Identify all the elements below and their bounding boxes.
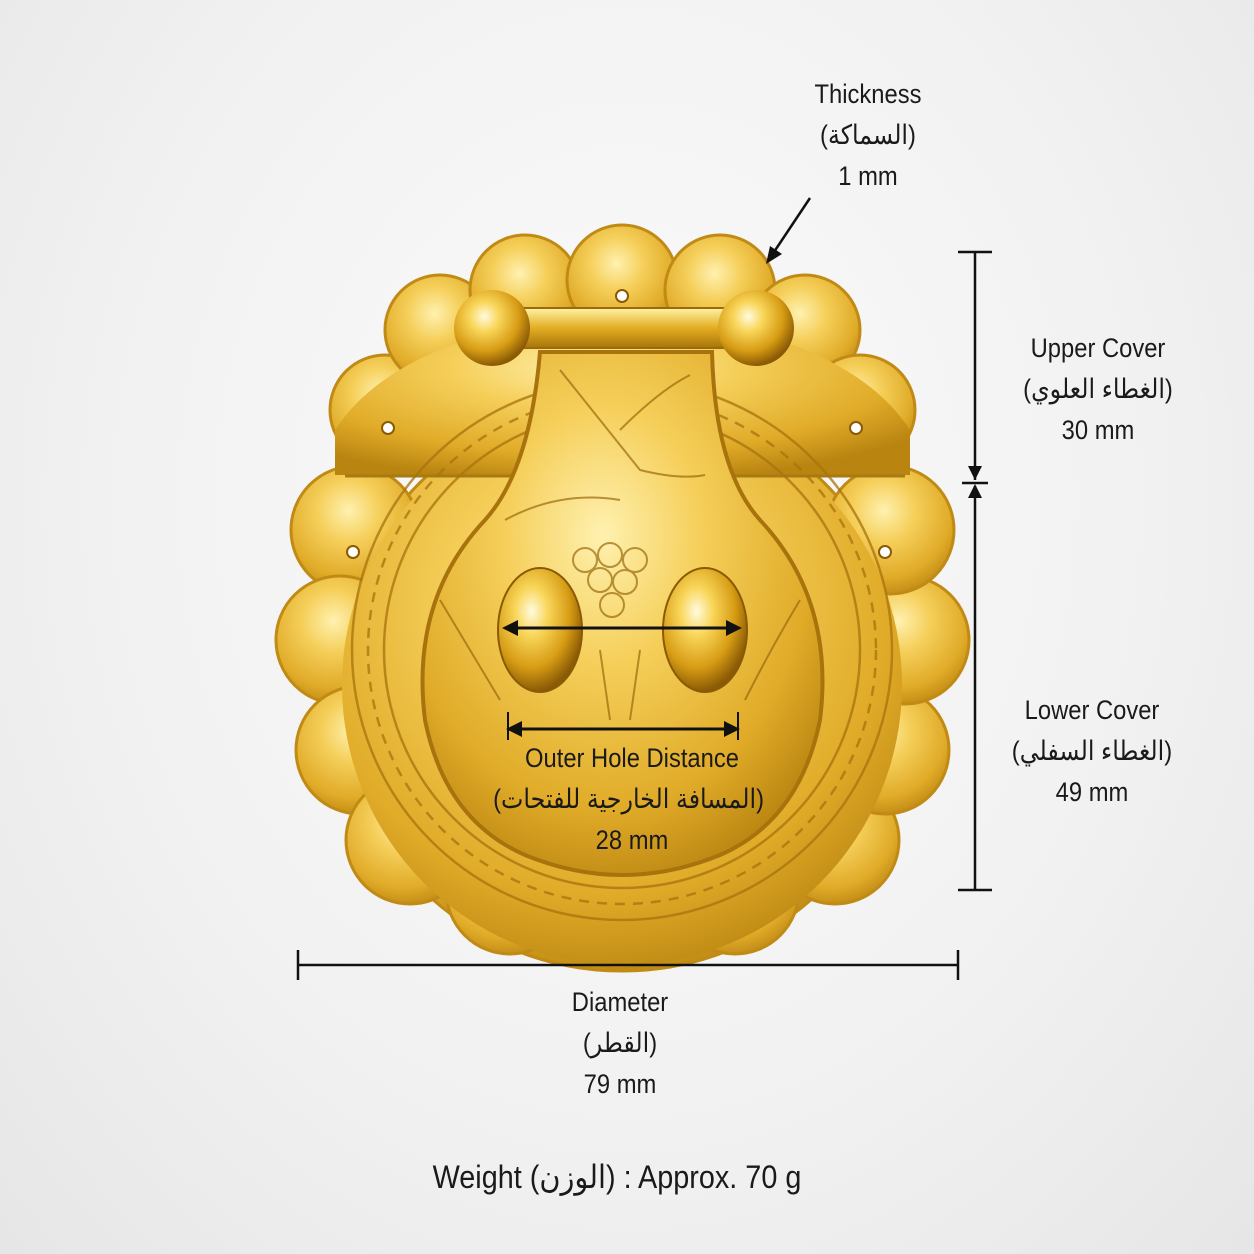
upper-cover-value: 30 mm <box>1061 415 1135 445</box>
upper-cover-dimension <box>958 250 992 480</box>
right-hinge-knob <box>718 290 794 366</box>
outer-hole-arrow <box>506 712 740 740</box>
outer-hole-label: Outer Hole Distance (المسافة الخارجية لل… <box>493 738 764 861</box>
thickness-label: Thickness (السماكة) 1 mm <box>780 74 956 197</box>
engraved-bird <box>439 369 801 721</box>
right-oval-knob <box>662 567 748 693</box>
upper-cover-title: Upper Cover <box>1030 333 1166 363</box>
lower-cover-label: Lower Cover (الغطاء السفلي) 49 mm <box>1004 690 1180 813</box>
hinge-bar <box>504 307 746 349</box>
lower-cover-title: Lower Cover <box>1024 695 1160 725</box>
upper-cover-arabic: (الغطاء العلوي) <box>1023 374 1173 404</box>
lower-cover-dimension <box>958 481 992 892</box>
lower-cover-arabic: (الغطاء السفلي) <box>1011 736 1173 766</box>
thickness-arrow <box>766 197 812 264</box>
inner-hole-arrow <box>502 620 742 636</box>
outer-hole-value: 28 mm <box>595 825 669 855</box>
outer-hole-arabic: (المسافة الخارجية للفتحات) <box>493 784 764 814</box>
diameter-title: Diameter <box>571 987 669 1017</box>
diameter-label: Diameter (القطر) 79 mm <box>532 982 708 1105</box>
thickness-title: Thickness <box>814 79 922 109</box>
diameter-dimension <box>296 950 960 980</box>
upper-cover-label: Upper Cover (الغطاء العلوي) 30 mm <box>1010 328 1186 451</box>
screw-holes <box>346 289 892 559</box>
left-oval-knob <box>497 567 583 693</box>
outer-hole-title: Outer Hole Distance <box>525 743 739 773</box>
diameter-arabic: (القطر) <box>582 1028 658 1058</box>
left-hinge-knob <box>454 290 530 366</box>
thickness-value: 1 mm <box>838 161 898 191</box>
thickness-arabic: (السماكة) <box>820 120 916 150</box>
weight-label: Weight (الوزن) : Approx. 70 g <box>432 1159 802 1195</box>
diameter-value: 79 mm <box>583 1069 657 1099</box>
lower-cover-value: 49 mm <box>1055 777 1129 807</box>
hasp-plate <box>420 350 825 877</box>
